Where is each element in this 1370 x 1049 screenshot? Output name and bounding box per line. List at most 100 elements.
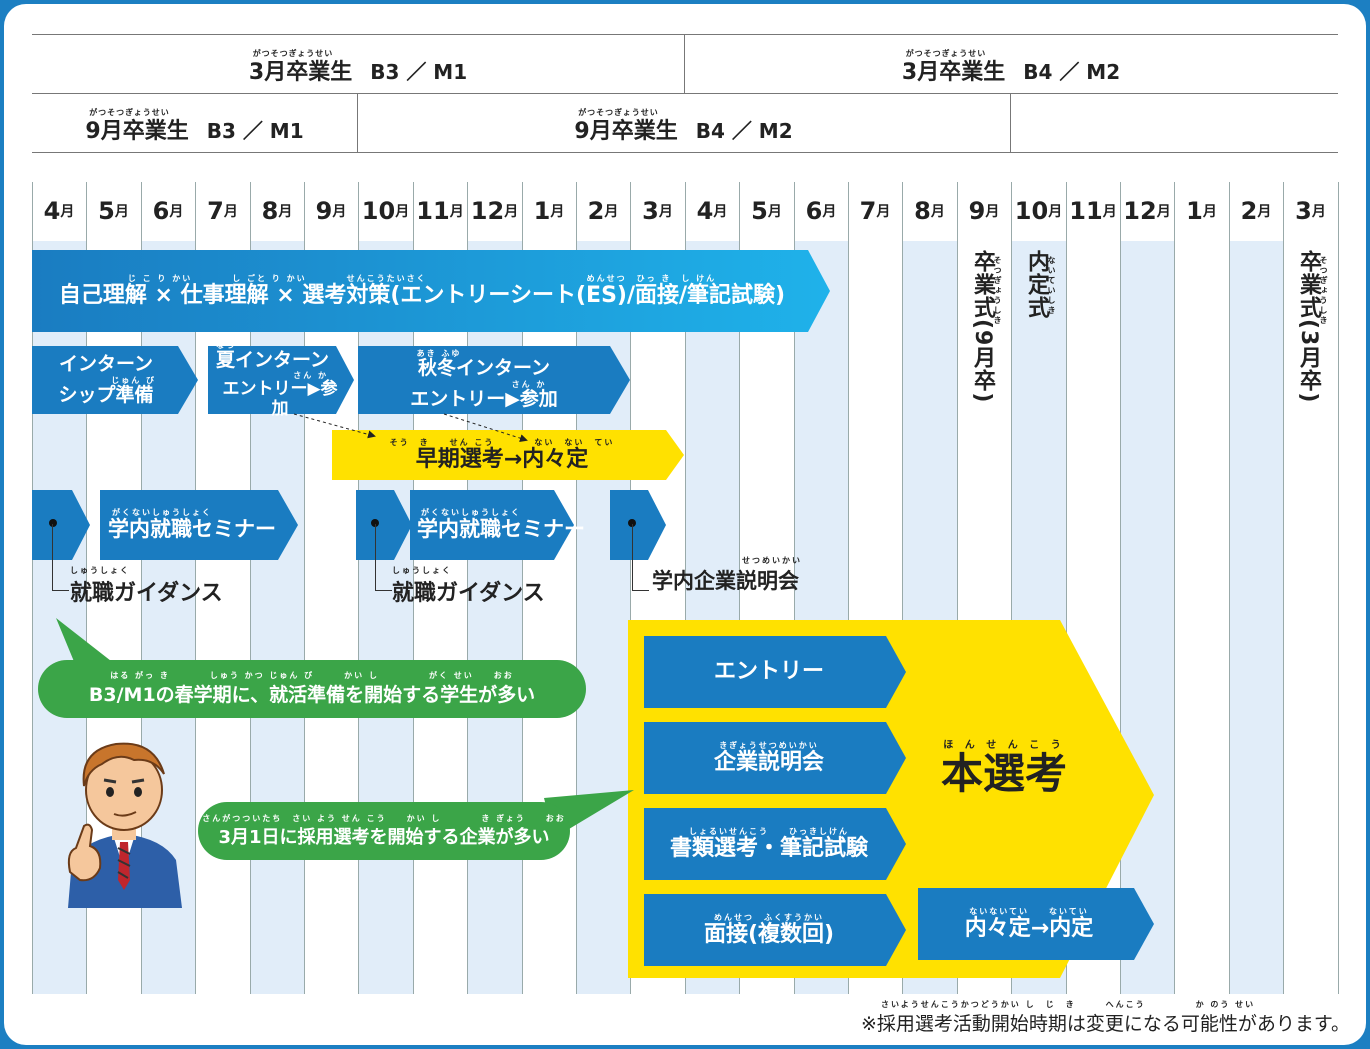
main-step-arrow [644, 894, 906, 966]
summer-intern-arrow [208, 346, 354, 414]
header-divider-3 [1010, 93, 1011, 152]
month-number: 7 [859, 197, 877, 225]
header-sub: B3 ／ M1 [206, 118, 304, 143]
footnote-text: ※採用選考活動開始時期は変更になる可能性があります。 [860, 1013, 1350, 1035]
month-number: 7 [207, 197, 224, 225]
month-column-separator [794, 182, 795, 994]
autumn-intern-text: あき ふゆ 秋冬インターン さん か エントリー▶参加 [358, 346, 610, 414]
month-number: 10 [1014, 197, 1049, 225]
summer-intern-line1: 夏インターン [216, 348, 330, 371]
month-unit: 月 [1048, 204, 1063, 220]
main-step-label: 書類選考・筆記試験 [669, 835, 868, 861]
main-step-label: 企業説明会 [713, 749, 824, 775]
month-column-separator [522, 182, 523, 994]
month-number: 5 [751, 197, 768, 225]
month-unit: 月 [930, 204, 945, 220]
month-column-separator [902, 182, 903, 994]
header-label: 9月卒業生 [85, 118, 189, 144]
header-sep-b3m1: がつそつぎょうせい 9月卒業生 B3 ／ M1 [32, 101, 357, 151]
month-column-separator [1283, 182, 1284, 994]
summer-intern-ruby2: さん か [293, 371, 328, 381]
spring-bubble-text: B3/M1の春学期に、就活準備を開始する学生が多い [88, 684, 536, 706]
intern-prep-arrow [32, 346, 198, 414]
month-column-separator [358, 182, 359, 994]
month-number: 3 [1295, 197, 1312, 225]
month-number: 2 [1240, 197, 1258, 225]
month-column-separator [195, 182, 196, 994]
autumn-intern-ruby1: あき ふゆ [416, 349, 462, 359]
month-unit: 月 [658, 204, 673, 220]
seminar-ruby-2: がくないしゅうしょく [421, 508, 521, 518]
intern-prep-line2: シップ準備 [58, 383, 154, 406]
month-column-separator [576, 182, 577, 994]
self-analysis-band [32, 250, 830, 332]
month-number: 12 [470, 197, 505, 225]
march-bubble-text: 3月1日に採用選考を開始する企業が多い [218, 826, 550, 848]
main-selection-ruby: ほ ん せ ん こ う [943, 740, 1065, 752]
seminar-label-2: 学内就職セミナー [417, 517, 585, 542]
main-step-arrow [644, 722, 906, 794]
main-selection-title-box: ほ ん せ ん こ う 本選考 [904, 720, 1104, 820]
company-briefing-bracket [632, 524, 649, 591]
month-unit: 月 [395, 204, 410, 220]
month-number: 9 [315, 197, 333, 225]
month-column-bg [1229, 241, 1283, 994]
month-column-separator [739, 182, 740, 994]
summer-intern-ruby1: なつ [216, 340, 236, 350]
intern-prep-ruby: じゅん び [111, 375, 156, 385]
month-number: 5 [98, 197, 115, 225]
month-unit: 月 [1311, 204, 1326, 220]
month-column-separator [1011, 182, 1012, 994]
footnote-ruby: さいようせんこうかつどうかい し じ き へんこう か のう せい [880, 1000, 1256, 1009]
month-unit: 月 [169, 204, 184, 220]
guidance-box-1 [32, 490, 90, 560]
guidance-dot-1 [49, 519, 57, 527]
guidance-box-2 [356, 490, 412, 560]
header-ruby: がつそつぎょうせい [905, 48, 987, 58]
autumn-intern-ruby2: さん か [511, 380, 547, 389]
month-unit: 月 [1202, 204, 1217, 220]
self-analysis-ruby: じ こ り かい し ごと り かい せんこうたいさく めんせつ ひっ き し … [127, 273, 717, 283]
guidance-bracket-2 [375, 524, 392, 591]
seminar-label-1: 学内就職セミナー [108, 517, 276, 542]
guidance-ruby-2: しゅうしょく [392, 566, 452, 575]
month-number: 6 [152, 197, 170, 225]
month-column-separator [304, 182, 305, 994]
ceremony-grad-mar-ruby: そつぎょうしき [1319, 256, 1328, 326]
month-number: 8 [914, 197, 931, 225]
company-briefing-box [610, 490, 666, 560]
company-briefing-dot [628, 519, 636, 527]
ceremony-grad-sep-ruby: そつぎょうしき [993, 256, 1002, 326]
month-unit: 月 [1102, 204, 1117, 220]
main-step-arrow [644, 808, 906, 880]
self-analysis-label: 自己理解 × 仕事理解 × 選考対策(エントリーシート(ES)/面接/筆記試験) [58, 282, 786, 308]
month-column-separator [1066, 182, 1067, 994]
month-column-separator [630, 182, 631, 994]
guidance-dot-2 [371, 519, 379, 527]
month-unit: 月 [822, 204, 837, 220]
final-offer-arrow [918, 888, 1154, 960]
month-unit: 月 [876, 204, 891, 220]
month-unit: 月 [278, 204, 293, 220]
guidance-text-2: 就職ガイダンス [392, 581, 545, 606]
month-number: 2 [587, 197, 605, 225]
main-step-ruby: しょるいせんこう ひっきしけん [689, 826, 849, 836]
header-ruby: がつそつぎょうせい [89, 107, 170, 117]
month-unit: 月 [60, 204, 75, 220]
header-divider-1 [684, 34, 685, 93]
month-number: 12 [1123, 197, 1157, 225]
month-unit: 月 [767, 204, 782, 220]
main-step-arrow [644, 636, 906, 708]
